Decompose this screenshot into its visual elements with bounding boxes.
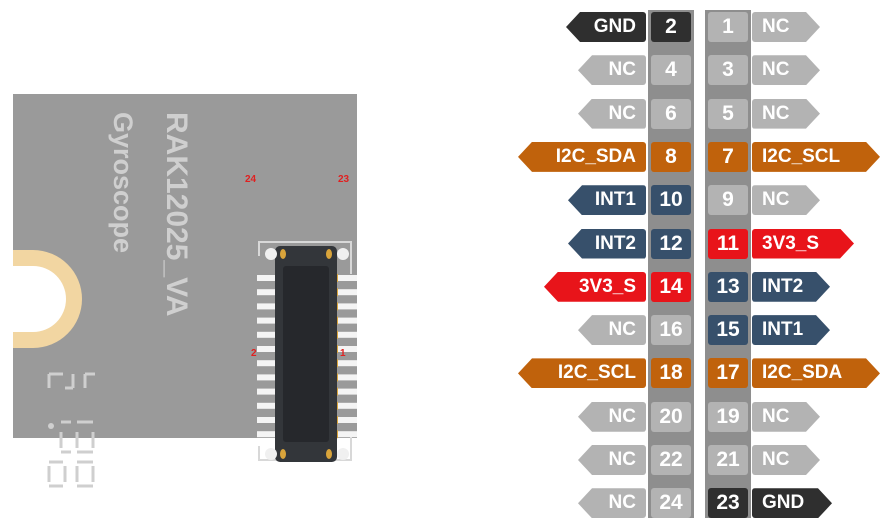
pin-function-tag: NC xyxy=(578,98,646,129)
pin-number: 4 xyxy=(651,55,691,86)
pin-number: 6 xyxy=(651,98,691,129)
pin-function-tag: I2C_SDA xyxy=(752,358,880,388)
connector-contact xyxy=(337,275,357,281)
connector-contact xyxy=(257,360,275,367)
pin-number: 13 xyxy=(708,271,748,302)
connector-contact xyxy=(257,388,275,395)
pin-function-tag: 3V3_S xyxy=(752,229,854,259)
pin-function-tag: INT2 xyxy=(752,272,830,302)
connector-contact xyxy=(337,374,357,381)
pin-function-tag: NC xyxy=(752,445,820,475)
connector-contact xyxy=(337,388,357,395)
pin-number: 3 xyxy=(708,55,748,86)
pin-number: 19 xyxy=(708,401,748,432)
pin-number: 18 xyxy=(651,358,691,389)
pin-number: 15 xyxy=(708,315,748,346)
connector-contact xyxy=(257,275,275,281)
pin-number: 20 xyxy=(651,401,691,432)
connector-contact xyxy=(337,402,357,409)
pin-function-tag: GND xyxy=(566,12,646,42)
silkscreen-digits xyxy=(47,372,95,488)
pin-number: 11 xyxy=(708,228,748,259)
connector-pin-label: 23 xyxy=(338,174,350,185)
pin-number: 16 xyxy=(651,315,691,346)
pin-function-tag: I2C_SDA xyxy=(518,141,646,172)
pin-function-tag: I2C_SCL xyxy=(752,142,880,172)
pin-number: 14 xyxy=(651,271,691,302)
pcb-board: RAK12025_VA Gyroscope 24 23 2 1 xyxy=(13,94,357,488)
pin-function-tag: NC xyxy=(752,402,820,432)
pin-function-tag: INT2 xyxy=(568,228,646,259)
connector-contact xyxy=(257,431,275,438)
pin-function-tag: NC xyxy=(578,445,646,475)
pin-function-tag: I2C_SCL xyxy=(518,358,646,389)
board-connector xyxy=(257,241,357,462)
connector-contact xyxy=(257,374,275,381)
pin-function-tag: NC xyxy=(752,99,820,129)
connector-contact xyxy=(257,289,275,296)
pin-number: 2 xyxy=(651,12,691,42)
connector-pin-label: 1 xyxy=(340,348,346,359)
pin-function-tag: NC xyxy=(578,401,646,432)
pin-function-tag: NC xyxy=(578,315,646,346)
connector-contact xyxy=(337,417,357,423)
pin-function-tag: NC xyxy=(578,488,646,519)
pin-number: 22 xyxy=(651,445,691,475)
pin-number: 1 xyxy=(708,12,748,42)
connector-contact xyxy=(337,331,357,338)
connector-contact xyxy=(257,402,275,409)
pin-number: 10 xyxy=(651,185,691,216)
pin-function-tag: INT1 xyxy=(568,185,646,216)
connector-contact xyxy=(337,346,357,352)
pin-number: 8 xyxy=(651,141,691,172)
connector-pin-label: 2 xyxy=(251,348,257,359)
connector-contact xyxy=(257,317,275,324)
connector-contact xyxy=(337,431,357,438)
pin-function-tag: NC xyxy=(578,55,646,86)
connector-contact xyxy=(337,360,357,367)
pin-number: 24 xyxy=(651,488,691,519)
pin-number: 21 xyxy=(708,445,748,475)
connector-contact xyxy=(337,317,357,324)
pin-number: 7 xyxy=(708,141,748,172)
mounting-pad xyxy=(13,250,82,348)
pin-function-tag: NC xyxy=(752,55,820,85)
connector-pin-label: 24 xyxy=(245,174,257,185)
board-model-label: RAK12025_VA xyxy=(160,112,193,317)
connector-contact xyxy=(257,417,275,423)
connector-contact xyxy=(337,289,357,296)
pin-function-tag: 3V3_S xyxy=(544,271,646,302)
connector-contact xyxy=(257,346,275,352)
pin-number: 5 xyxy=(708,98,748,129)
pin-function-tag: NC xyxy=(752,185,820,215)
pin-number: 23 xyxy=(708,488,748,519)
pin-function-tag: GND xyxy=(752,488,832,518)
odd-pin-strip xyxy=(705,10,751,518)
connector-contact xyxy=(257,303,275,310)
connector-contact xyxy=(337,303,357,310)
board-type-label: Gyroscope xyxy=(108,112,138,254)
pin-number: 17 xyxy=(708,358,748,389)
even-pin-strip xyxy=(648,10,694,518)
pin-number: 9 xyxy=(708,185,748,216)
pin-function-tag: INT1 xyxy=(752,315,830,345)
pin-function-tag: NC xyxy=(752,12,820,42)
pin-number: 12 xyxy=(651,228,691,259)
connector-contact xyxy=(257,331,275,338)
